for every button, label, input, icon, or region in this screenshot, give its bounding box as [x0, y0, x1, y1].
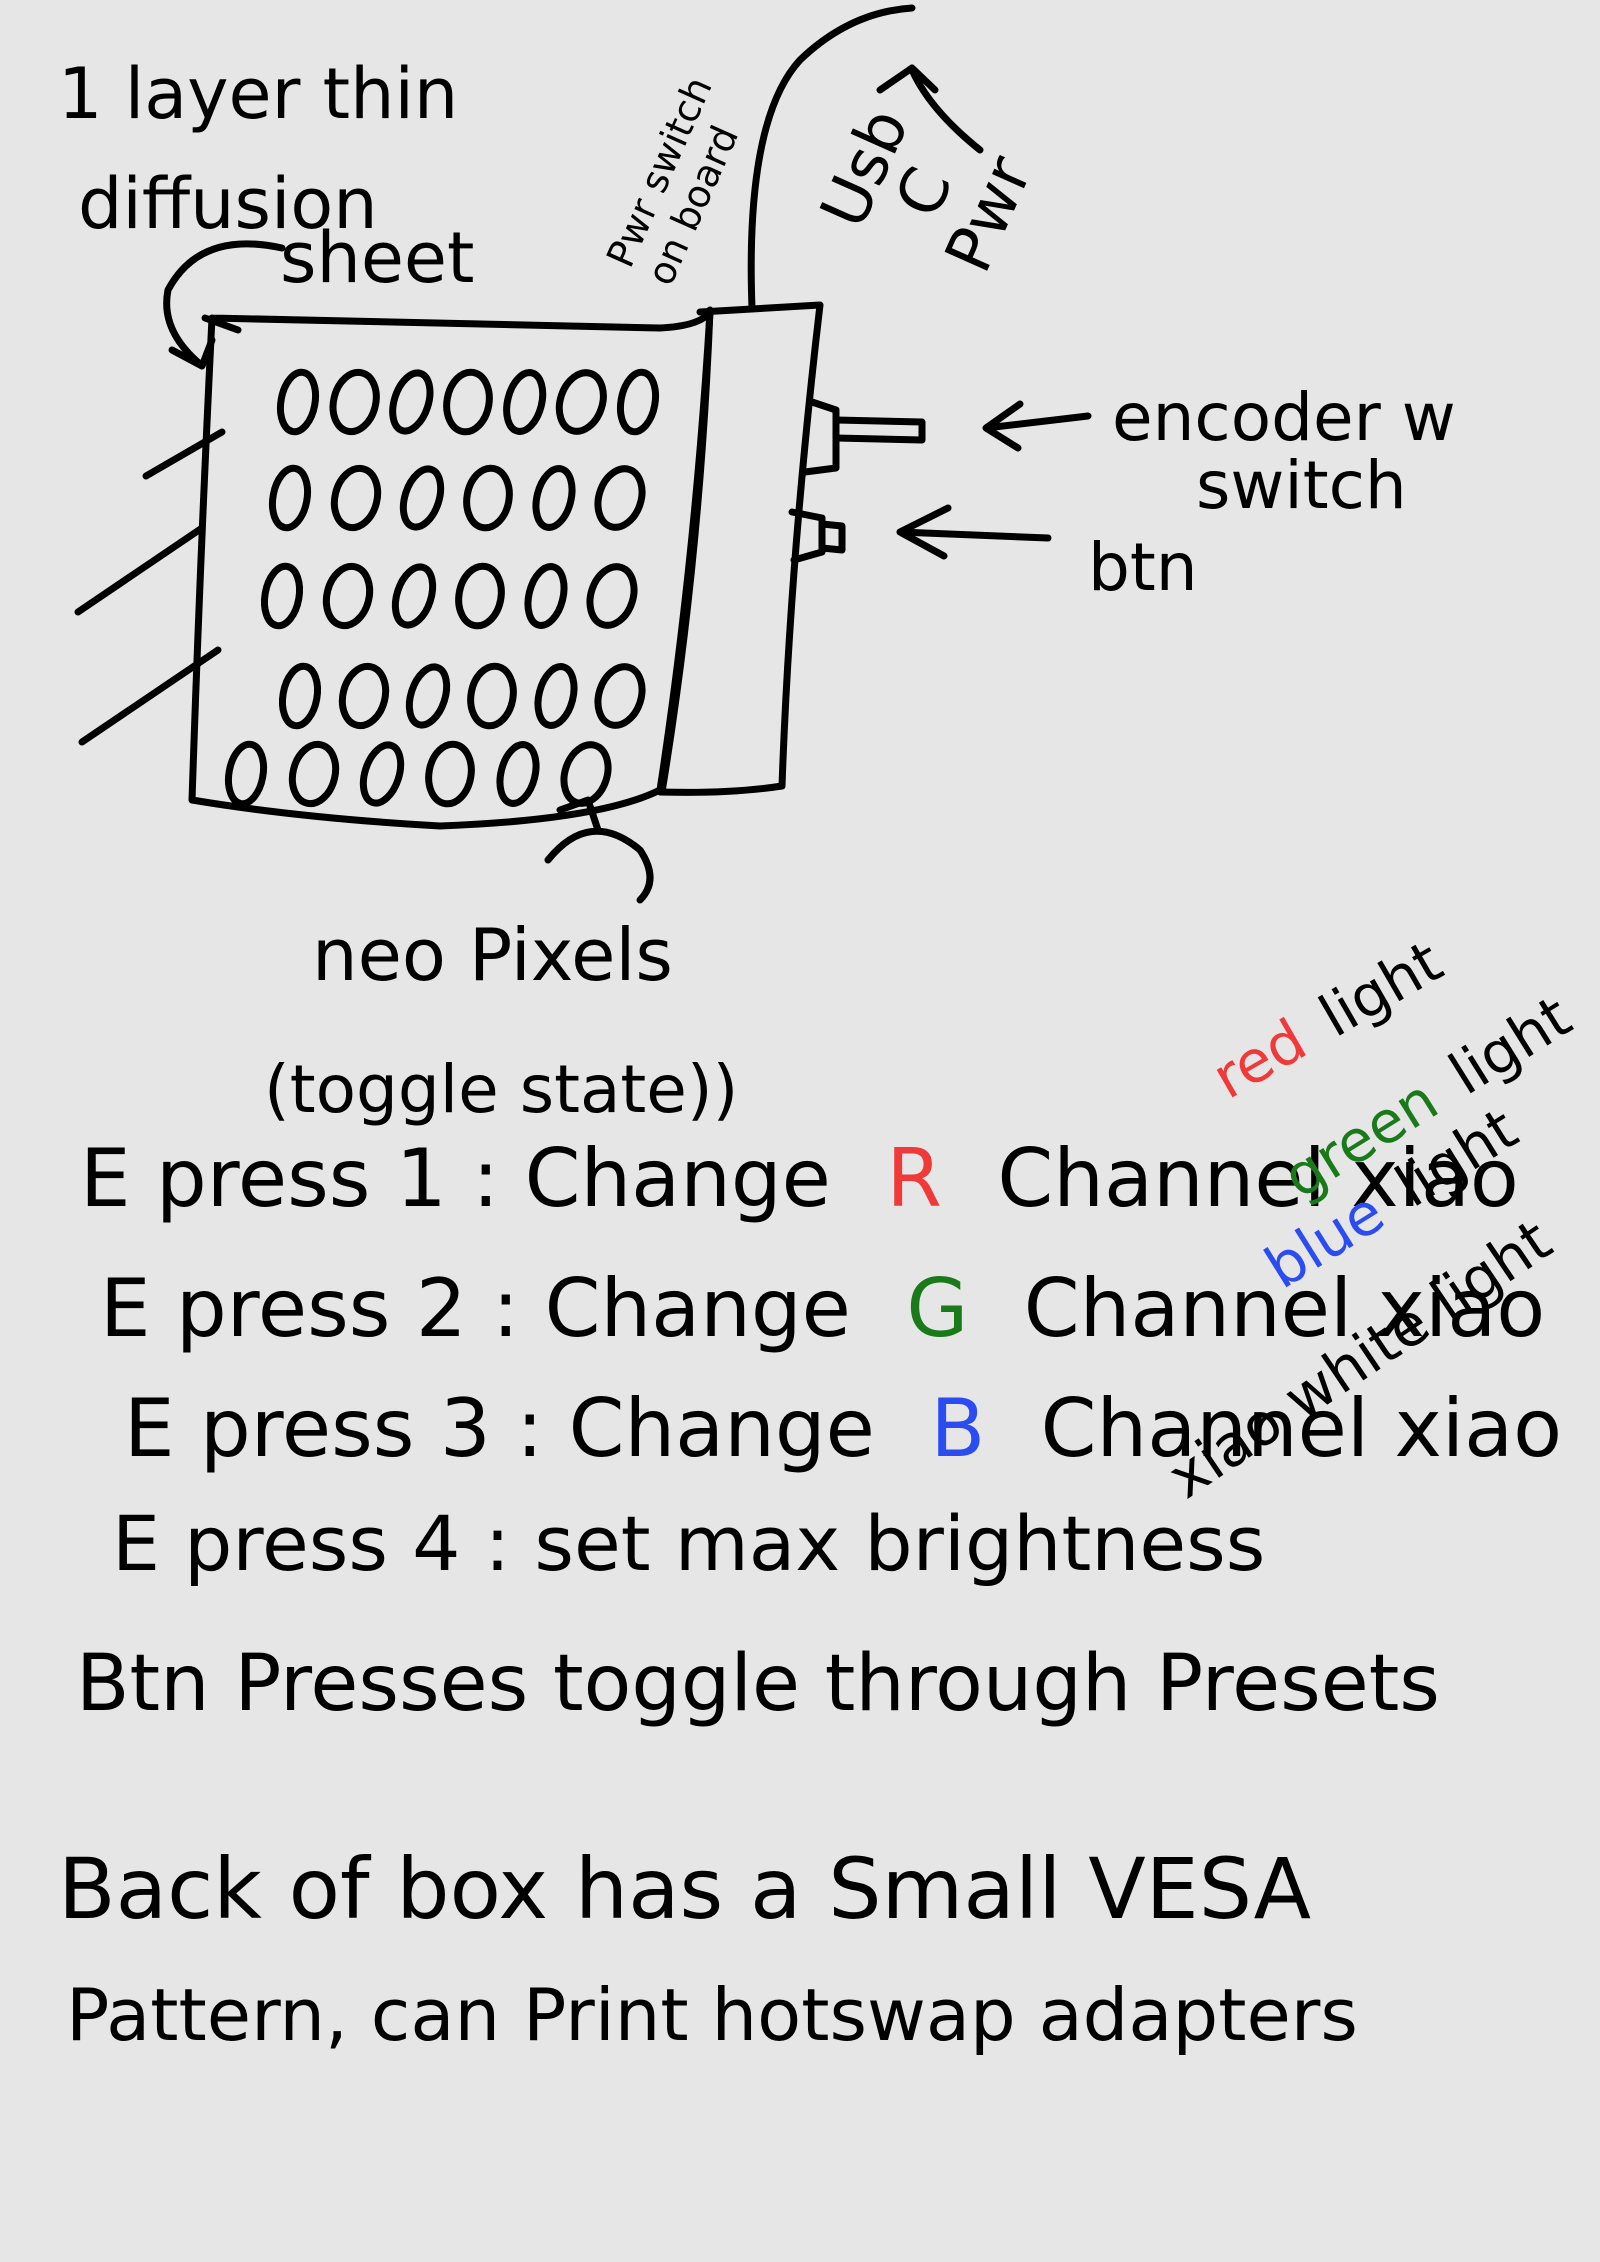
usb-arrow — [876, 64, 984, 154]
neopixel-led — [278, 662, 322, 730]
neopixel-led — [399, 465, 445, 531]
diffusion-arrow — [163, 240, 286, 368]
light-ray-2 — [74, 524, 206, 616]
neopixel-led — [359, 741, 405, 807]
encoder-press-3-line: E press 3 : Change B Channel xiao — [124, 1382, 1562, 1475]
neopixel-led — [329, 368, 380, 436]
box-top-edge — [201, 314, 242, 334]
box-side-seam — [658, 306, 714, 796]
neopixel-led — [560, 741, 612, 807]
encoder-press-1-line: E press 1 : Change R Channel xiao — [80, 1132, 1519, 1225]
power-switch-label: Pwr switch on board — [598, 70, 747, 291]
neopixel-led — [496, 741, 540, 807]
light-ray-1 — [142, 428, 226, 480]
button-cap — [818, 520, 846, 554]
button-body — [788, 508, 826, 564]
encoder-press-1-channel: R — [886, 1132, 942, 1225]
encoder-press-1-color-word: red — [1201, 1006, 1317, 1112]
encoder-press-2-line: E press 2 : Change G Channel xiao — [100, 1262, 1545, 1355]
button-label: btn — [1088, 529, 1198, 606]
diffusion-label-line3: sheet — [280, 217, 474, 299]
neopixel-led — [524, 563, 568, 629]
neopixel-led — [594, 465, 646, 531]
usb-label-line3: Pwr — [932, 145, 1048, 283]
neopixel-led — [389, 369, 434, 435]
usb-power-label: Usb C Pwr — [807, 98, 1048, 283]
neopixel-led — [532, 465, 576, 531]
neopixel-led — [463, 464, 513, 532]
neopixel-led — [276, 368, 320, 436]
vesa-note-line2: Pattern, can Print hotswap adapters — [66, 1973, 1358, 2057]
neopixel-led — [391, 563, 437, 629]
neopixel-led — [555, 369, 607, 435]
encoder-shaft — [832, 416, 926, 444]
neopixel-led — [224, 740, 268, 808]
neopixel-led — [616, 368, 660, 436]
neopixel-led — [443, 368, 493, 436]
neopixel-led — [594, 663, 646, 729]
neopixel-led — [322, 562, 374, 630]
button-presets-note: Btn Presses toggle through Presets — [76, 1639, 1440, 1729]
vesa-note-line1: Back of box has a Small VESA — [58, 1840, 1311, 1938]
encoder-press-2-suffix: light — [1438, 982, 1583, 1108]
neopixel-led — [260, 562, 304, 630]
neopixel-led — [330, 464, 382, 532]
neopixel-led — [534, 663, 578, 729]
encoder-press-3-channel: B — [930, 1382, 985, 1475]
diffusion-label-line1: 1 layer thin — [58, 53, 458, 135]
encoder-press-3-middle: Channel xiao — [1041, 1382, 1562, 1475]
encoder-label-line2: switch — [1196, 447, 1407, 524]
encoder-press-3-prefix: E press 3 : Change — [124, 1382, 875, 1475]
neopixel-led — [425, 740, 475, 808]
led-box-sketch — [74, 4, 1092, 904]
encoder-press-1-prefix: E press 1 : Change — [80, 1132, 831, 1225]
neopixel-led — [467, 662, 517, 730]
neopixel-led — [405, 663, 451, 729]
neopixels-label: neo Pixels — [312, 913, 673, 997]
neopixel-led — [455, 562, 505, 630]
toggle-state-note: (toggle state)) — [264, 1051, 738, 1128]
encoder-label-line1: encoder w — [1112, 379, 1456, 456]
neopixel-led — [268, 464, 312, 532]
encoder-arrow — [982, 400, 1092, 452]
button-arrow — [896, 504, 1052, 560]
encoder-press-2-middle: Channel xiao — [1024, 1262, 1545, 1355]
light-ray-3 — [78, 646, 222, 746]
neopixel-grid — [224, 368, 660, 808]
diffusion-arrowhead — [168, 336, 216, 370]
encoder-press-2-channel: G — [906, 1262, 968, 1355]
encoder-press-1-suffix: light — [1308, 927, 1453, 1050]
encoder-press-2-prefix: E press 2 : Change — [100, 1262, 851, 1355]
neopixel-led — [586, 563, 638, 629]
diffusion-label-line2: diffusion — [78, 163, 378, 245]
usb-cable — [747, 4, 916, 312]
neopixel-led — [338, 662, 390, 730]
encoder-press-1-middle: Channel xiao — [997, 1132, 1518, 1225]
neopixel-led — [503, 369, 547, 435]
neopixel-led — [288, 740, 340, 808]
encoder-press-4-prefix: E press 4 : set max brightness — [112, 1499, 1265, 1588]
box-side-face — [656, 301, 824, 796]
